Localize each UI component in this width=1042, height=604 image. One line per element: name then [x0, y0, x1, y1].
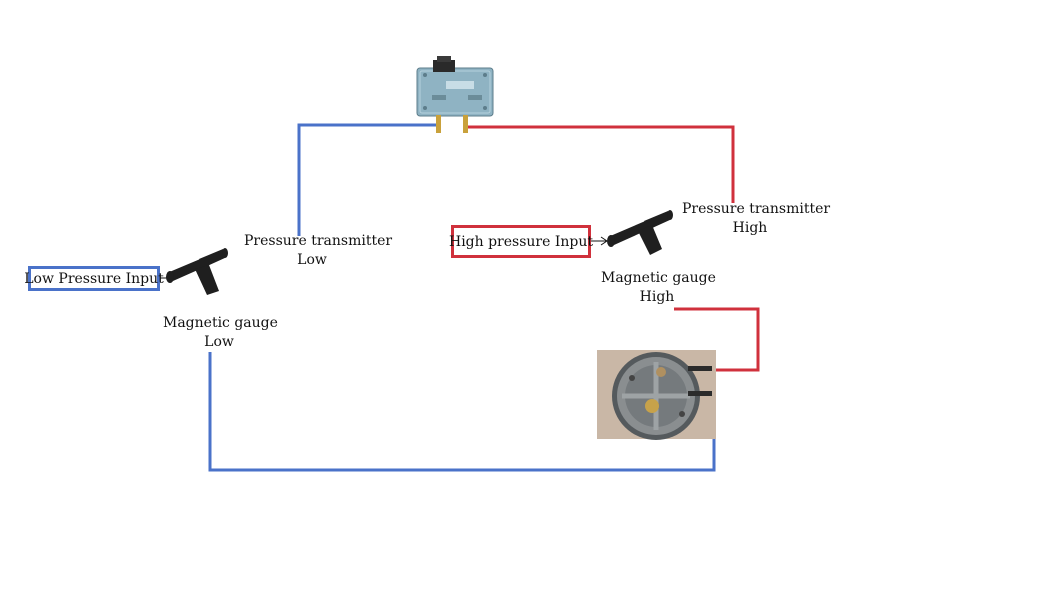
magnetic-gauge-high-label: Magnetic gauge High: [601, 269, 716, 307]
pt-high-line2: High: [732, 220, 768, 236]
mg-low-line2: Low: [204, 334, 234, 350]
pt-high-line1: Pressure transmitter: [682, 201, 831, 217]
tee-fitting-high-icon: [607, 210, 673, 255]
high-pressure-input-box: High pressure Input: [449, 225, 593, 258]
pressure-transmitter-low-label: Pressure transmitter Low: [244, 232, 393, 270]
high-line-to-transmitter: [466, 125, 735, 203]
pressure-transmitter-icon: [416, 56, 494, 133]
high-pressure-line: [466, 125, 760, 372]
mg-high-line1: Magnetic gauge: [601, 270, 716, 286]
magnetic-gauge-icon: [597, 350, 716, 440]
high-input-arrow: [591, 236, 608, 246]
pressure-transmitter-high-label: Pressure transmitter High: [682, 200, 831, 238]
pt-low-line1: Pressure transmitter: [244, 233, 393, 249]
pt-low-line2: Low: [297, 252, 327, 268]
high-line-to-gauge: [674, 307, 760, 372]
tee-fitting-low-icon: [166, 248, 228, 295]
magnetic-gauge-low-label: Magnetic gauge Low: [163, 314, 278, 352]
mg-low-line1: Magnetic gauge: [163, 315, 278, 331]
low-line-to-transmitter: [297, 123, 438, 236]
low-pressure-input-box: Low Pressure Input: [24, 266, 164, 291]
mg-high-line2: High: [639, 289, 675, 305]
